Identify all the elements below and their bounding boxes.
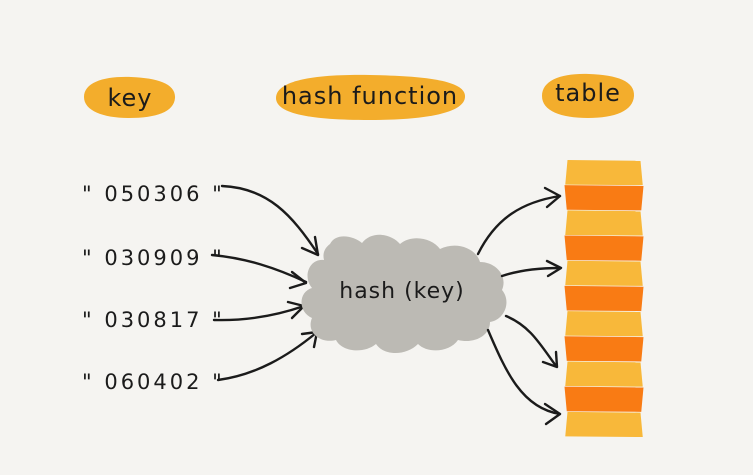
label-hash-function-blob <box>276 74 466 120</box>
key-item: " 060402 " <box>82 370 225 394</box>
label-key-blob <box>84 76 176 118</box>
table-cell <box>564 185 644 211</box>
hash-cloud-text: hash (key) <box>339 279 465 304</box>
table-cell <box>565 260 643 286</box>
arrow-out-4 <box>486 328 562 416</box>
arrow-out-1-head <box>543 186 562 209</box>
label-table: table <box>542 73 635 118</box>
key-list: " 050306 " " 030909 " " 030817 " " 06040… <box>82 182 225 394</box>
arrow-out-4-head <box>543 402 562 426</box>
arrow-key-2 <box>210 253 308 284</box>
table-cell <box>564 336 644 362</box>
label-hash-function: hash function <box>276 74 466 120</box>
arrow-key-3 <box>212 304 306 322</box>
arrow-out-3 <box>504 314 558 368</box>
arrow-key-1 <box>220 184 320 256</box>
table-cell <box>564 386 644 412</box>
table-cell <box>565 311 643 337</box>
hash-table <box>564 160 644 437</box>
label-key-text: key <box>107 84 152 112</box>
table-cell <box>564 285 644 312</box>
label-table-blob <box>542 73 635 118</box>
label-table-text: table <box>555 79 621 107</box>
key-item: " 030909 " <box>82 246 225 270</box>
arrow-out-3-head <box>541 350 559 369</box>
table-cell <box>565 210 643 236</box>
key-item: " 050306 " <box>82 182 225 206</box>
arrow-key-1-head <box>300 235 320 257</box>
table-cell <box>565 361 643 387</box>
arrow-out-1 <box>476 194 562 256</box>
arrow-out-2-head <box>545 259 563 278</box>
hash-cloud: hash (key) <box>301 234 507 353</box>
label-key: key <box>84 76 176 118</box>
output-arrows <box>476 186 563 426</box>
table-cell <box>564 235 644 261</box>
arrow-key-4 <box>216 331 318 382</box>
table-cell <box>565 160 643 186</box>
key-item: " 030817 " <box>82 308 225 332</box>
hash-cloud-shape <box>301 234 507 353</box>
input-arrows <box>210 184 320 382</box>
table-cell <box>565 411 643 437</box>
arrow-key-2-head <box>288 270 308 290</box>
arrow-out-2 <box>500 266 562 278</box>
label-hash-function-text: hash function <box>282 82 458 110</box>
